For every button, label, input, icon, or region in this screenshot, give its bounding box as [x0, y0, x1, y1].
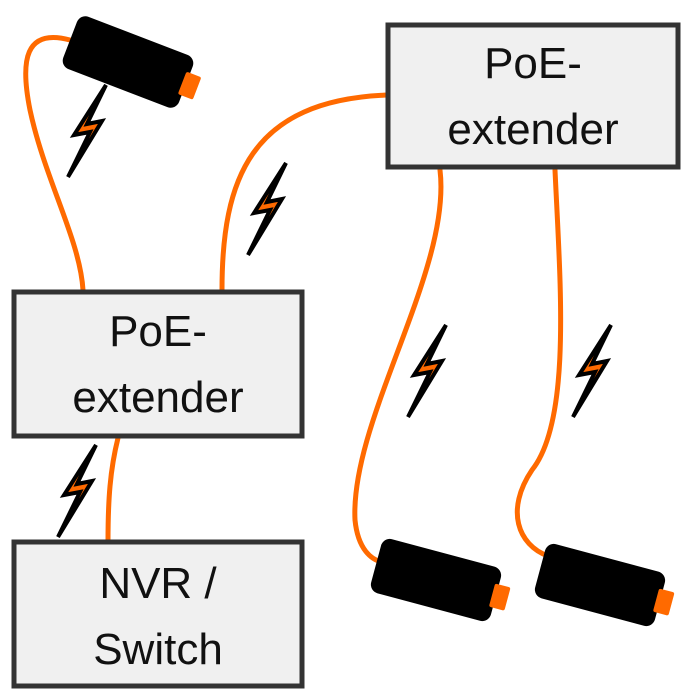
- lightning-bolt-icon: [246, 161, 288, 257]
- camera-icon: [368, 536, 515, 627]
- camera-icon: [532, 541, 679, 632]
- camera-icon: [60, 13, 208, 115]
- nvr-line1: NVR /: [99, 559, 217, 608]
- cable-camera-right: [514, 167, 564, 559]
- extender-left-line2: extender: [72, 373, 243, 422]
- cable-camera-mid: [352, 167, 444, 565]
- nvr-line2: Switch: [93, 625, 223, 674]
- extender-top-box: PoE- extender: [385, 22, 681, 170]
- extender-left-line1: PoE-: [109, 307, 207, 356]
- extender-left-box: PoE- extender: [11, 289, 305, 439]
- lightning-bolt-icon: [406, 323, 448, 419]
- lightning-bolt-icon: [66, 83, 108, 179]
- cable-extender-link: [219, 92, 391, 293]
- extender-top-line1: PoE-: [484, 39, 582, 88]
- extender-top-line2: extender: [447, 105, 618, 154]
- lightning-bolt-icon: [56, 443, 98, 539]
- cable-nvr: [105, 435, 121, 545]
- nvr-switch-box: NVR / Switch: [11, 539, 305, 689]
- lightning-bolt-icon: [571, 323, 613, 419]
- cable-camera-top: [23, 35, 86, 293]
